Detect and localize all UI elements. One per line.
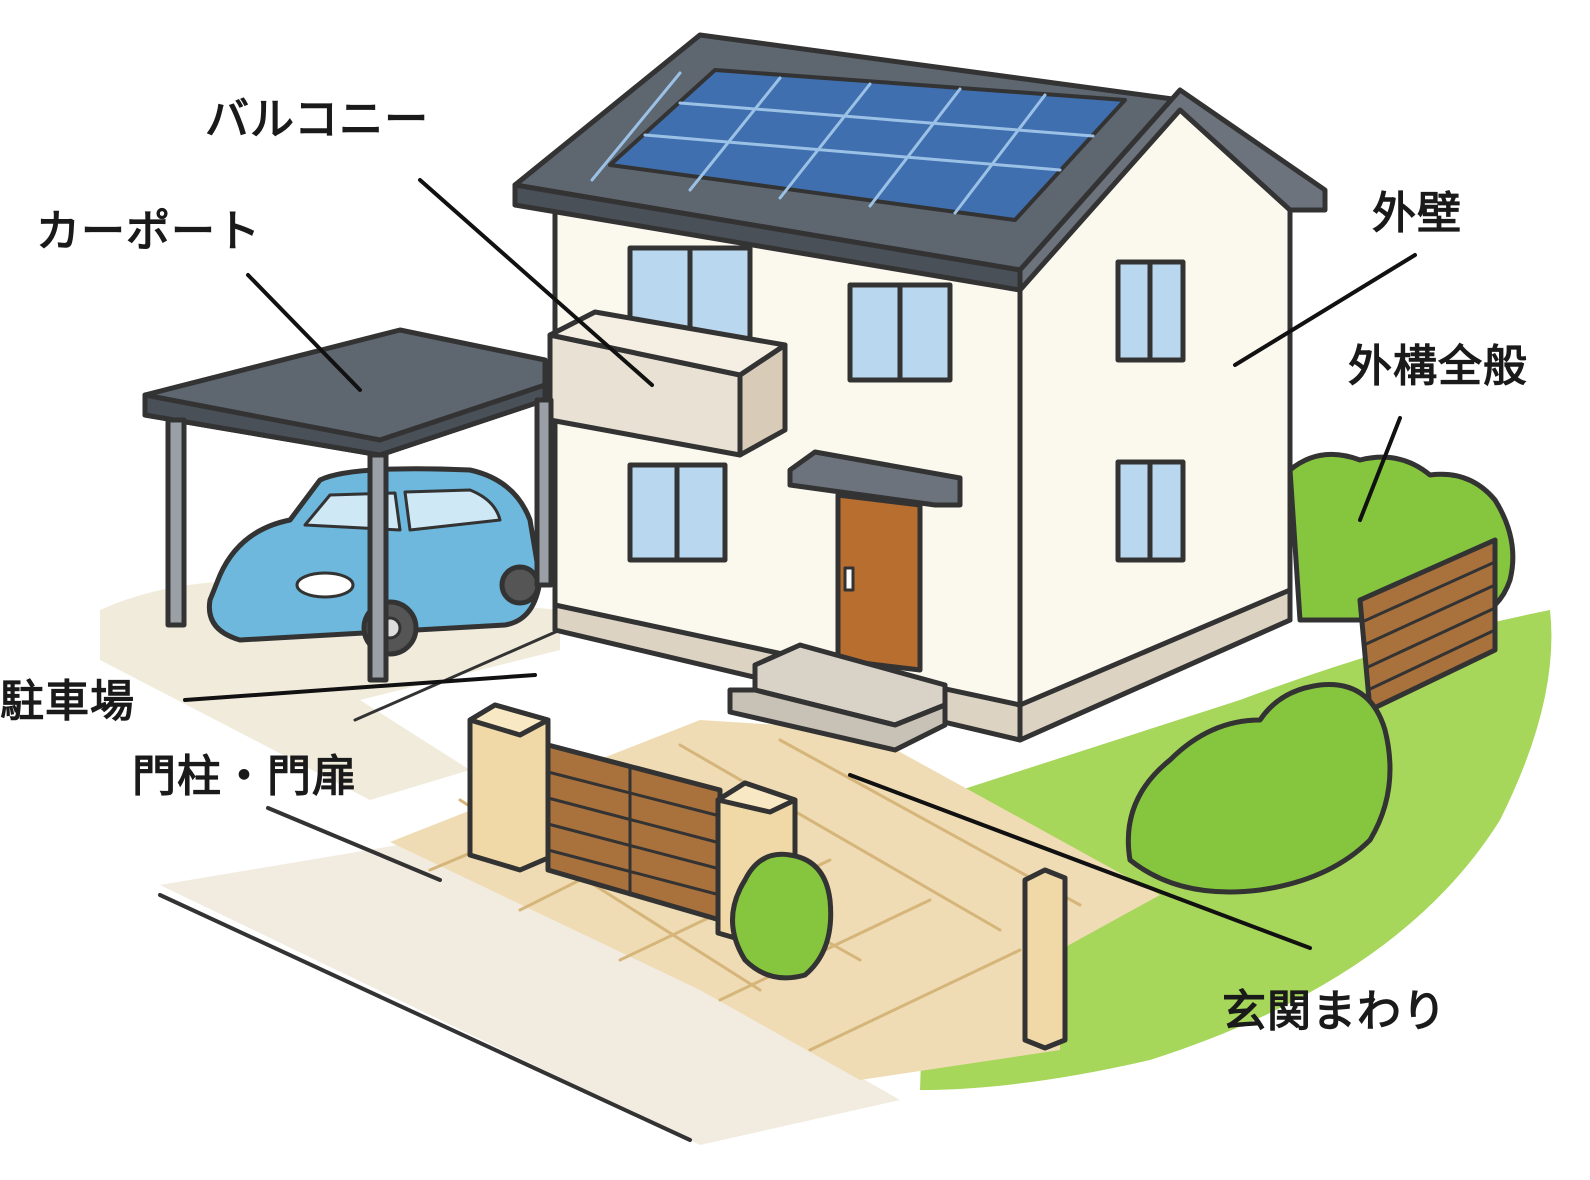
solar-panel-grid [590, 71, 1095, 215]
garden-post [1022, 867, 1068, 1051]
leader-exterior-wall [1233, 253, 1417, 367]
leader-parking [183, 673, 537, 702]
gate-pillar-left-top [467, 702, 551, 738]
roof-side [1017, 87, 1328, 293]
carport-post-back [534, 397, 554, 588]
leader-balcony [418, 178, 654, 387]
leader-entrance [848, 773, 1312, 950]
entrance-step-lower [727, 687, 948, 753]
front-door [835, 492, 923, 673]
carport-post-left [165, 417, 187, 628]
window-lower-left [627, 462, 728, 563]
label-exterior-general: 外構全般 [1348, 341, 1528, 392]
label-gate: 門柱・門扉 [132, 751, 357, 802]
gate-slats [546, 765, 722, 897]
entrance-canopy [787, 449, 963, 508]
window-side-lower [1115, 459, 1186, 563]
side-fence [1357, 537, 1498, 713]
parking-line [353, 628, 562, 722]
leader-exterior-general [1358, 416, 1402, 522]
label-balcony: バルコニー [205, 94, 430, 145]
curb-line [158, 893, 692, 1142]
carport-post-front [367, 452, 389, 683]
door-handle [843, 566, 855, 592]
label-entrance: 玄関まわり [1222, 986, 1447, 1037]
side-fence-slats [1360, 560, 1497, 692]
curb-line-2 [266, 806, 442, 882]
gate-shrub [730, 851, 834, 981]
label-parking: 駐車場 [0, 676, 135, 727]
window-upper-right [847, 282, 953, 383]
sidewalk [160, 838, 900, 1145]
label-exterior-wall: 外壁 [1372, 188, 1462, 239]
window-side-upper [1115, 259, 1186, 363]
label-carport: カーポート [36, 206, 261, 257]
gate-pillar-right-top [715, 780, 798, 815]
leader-carport [246, 273, 362, 392]
front-hedge [1125, 682, 1393, 895]
